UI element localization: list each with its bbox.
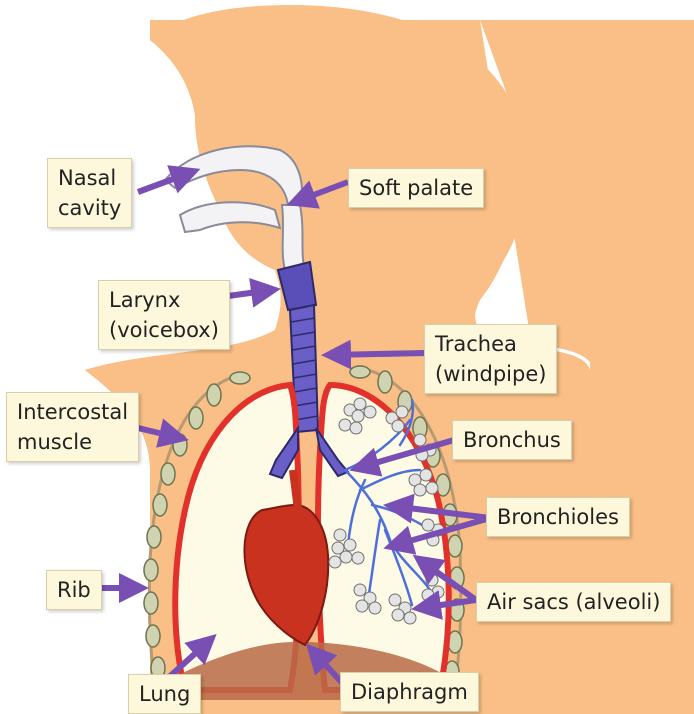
label-diaphragm-text: Diaphragm	[351, 677, 468, 707]
label-trachea: Trachea (windpipe)	[424, 324, 557, 394]
heart-vessel	[293, 470, 298, 510]
label-diaphragm: Diaphragm	[340, 672, 479, 712]
label-nasal-cavity: Nasal cavity	[47, 158, 132, 228]
label-lung-text: Lung	[139, 679, 190, 709]
label-rib-text: Rib	[57, 575, 91, 605]
label-intercostal-line1: Intercostal	[17, 397, 128, 427]
label-soft-palate-text: Soft palate	[359, 173, 473, 203]
label-trachea-line1: Trachea	[435, 329, 546, 359]
label-trachea-line2: (windpipe)	[435, 359, 546, 389]
label-bronchioles: Bronchioles	[486, 497, 630, 537]
arrow-trachea	[330, 353, 426, 355]
label-air-sacs: Air sacs (alveoli)	[476, 582, 671, 622]
label-air-sacs-text: Air sacs (alveoli)	[487, 587, 660, 617]
pharynx	[282, 205, 305, 270]
label-soft-palate: Soft palate	[348, 168, 484, 208]
label-intercostal-line2: muscle	[17, 427, 128, 457]
label-intercostal-muscle: Intercostal muscle	[6, 392, 139, 462]
label-larynx: Larynx (voicebox)	[98, 280, 230, 350]
label-nasal-cavity-line1: Nasal	[58, 163, 121, 193]
label-nasal-cavity-line2: cavity	[58, 193, 121, 223]
label-bronchioles-text: Bronchioles	[497, 502, 619, 532]
arrow-larynx	[228, 290, 272, 296]
label-rib: Rib	[46, 570, 102, 610]
label-lung: Lung	[128, 674, 201, 714]
label-larynx-line2: (voicebox)	[109, 315, 219, 345]
label-bronchus: Bronchus	[452, 420, 572, 460]
label-larynx-line1: Larynx	[109, 285, 219, 315]
label-bronchus-text: Bronchus	[463, 425, 561, 455]
